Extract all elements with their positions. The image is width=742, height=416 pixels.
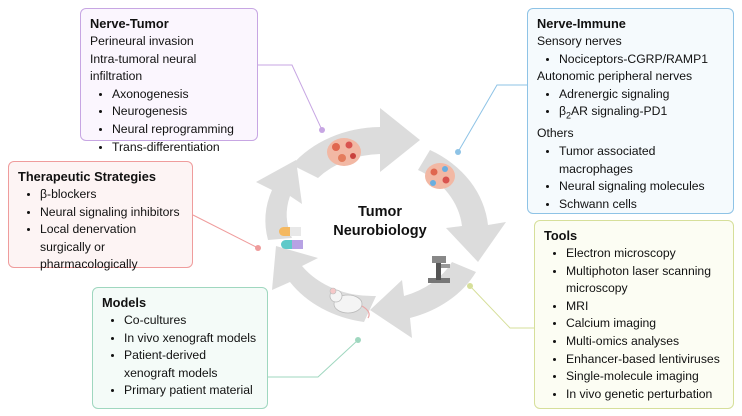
nerve-immune-box: Nerve-Immune Sensory nerves Nociceptors-… — [527, 8, 734, 228]
tools-list: Electron microscopy Multiphoton laser sc… — [544, 245, 725, 403]
therapeutic-strategies-list: β-blockers Neural signaling inhibitors L… — [18, 186, 184, 274]
list-item: β2AR signaling-PD1 — [559, 103, 725, 125]
models-box: Models Co-cultures In vivo xenograft mod… — [92, 287, 268, 409]
center-title-line1: Tumor — [357, 204, 403, 220]
therapeutic-strategies-box: Therapeutic Strategies β-blockers Neural… — [8, 161, 193, 271]
connector-models — [268, 339, 359, 378]
tools-title: Tools — [544, 228, 578, 243]
tools-box: Tools Electron microscopy Multiphoton la… — [534, 220, 734, 409]
list-item: In vivo xenograft models — [124, 330, 259, 348]
nerve-tumor-list: Axonogenesis Neurogenesis Neural reprogr… — [90, 86, 249, 156]
list-item: Adrenergic signaling — [559, 86, 725, 104]
microscope-illustration — [428, 256, 450, 283]
center-title-line2: Neurobiology — [333, 223, 427, 239]
list-item: Co-cultures — [124, 312, 259, 330]
list-item: Multiphoton laser scanning microscopy — [566, 263, 725, 298]
connector-therapeutic — [192, 214, 259, 249]
list-item: Schwann cells — [559, 196, 725, 214]
list-item: Neural signaling inhibitors — [40, 204, 184, 222]
connector-lines — [192, 64, 534, 378]
nerve-tumor-title: Nerve-Tumor — [90, 16, 169, 31]
models-title: Models — [102, 295, 147, 310]
nerve-tumor-line2: Intra-tumoral neural infiltration — [90, 51, 197, 84]
nerve-immune-section1-list: Nociceptors-CGRP/RAMP1 — [537, 51, 725, 69]
center-title: Tumor Neurobiology — [330, 203, 430, 241]
list-item: Multi-omics analyses — [566, 333, 725, 351]
connector-nerve-immune — [457, 84, 527, 153]
list-item: Patient-derived xenograft models — [124, 347, 259, 382]
list-item: Neurogenesis — [112, 103, 249, 121]
ring-arrow-left — [256, 160, 302, 240]
list-item: Single-molecule imaging — [566, 368, 725, 386]
list-item: Neural signaling molecules — [559, 178, 725, 196]
tumor-cells-illustration — [327, 138, 361, 166]
ring-arrow-bottom-left — [272, 246, 376, 322]
list-item: Axonogenesis — [112, 86, 249, 104]
connector-dots — [255, 127, 473, 343]
list-item: Nociceptors-CGRP/RAMP1 — [559, 51, 725, 69]
immune-cells-illustration — [425, 163, 455, 189]
therapeutic-strategies-title: Therapeutic Strategies — [18, 169, 156, 184]
list-item: MRI — [566, 298, 725, 316]
nerve-immune-section2: Autonomic peripheral nerves — [537, 69, 693, 84]
list-item: Trans-differentiation — [112, 139, 249, 157]
list-item: Electron microscopy — [566, 245, 725, 263]
nerve-immune-section3: Others — [537, 126, 574, 141]
nerve-immune-section2-list: Adrenergic signaling β2AR signaling-PD1 — [537, 86, 725, 126]
list-item: Calcium imaging — [566, 315, 725, 333]
mouse-illustration — [329, 287, 370, 319]
models-list: Co-cultures In vivo xenograft models Pat… — [102, 312, 259, 400]
nerve-immune-section3-list: Tumor associated macrophages Neural sign… — [537, 143, 725, 231]
pills-illustration — [279, 227, 303, 249]
nerve-tumor-line1: Perineural invasion — [90, 34, 194, 48]
nerve-immune-section1: Sensory nerves — [537, 34, 622, 48]
list-item: Tumor associated macrophages — [559, 143, 725, 178]
list-item: Primary patient material — [124, 382, 259, 400]
list-item: β-blockers — [40, 186, 184, 204]
nerve-tumor-box: Nerve-Tumor Perineural invasion Intra-tu… — [80, 8, 258, 154]
list-item: Local denervation surgically or pharmaco… — [40, 221, 184, 274]
nerve-immune-title: Nerve-Immune — [537, 16, 626, 31]
list-item: In vivo genetic perturbation — [566, 386, 725, 404]
ring-arrow-bottom-right — [370, 262, 476, 338]
list-item: Neural reprogramming — [112, 121, 249, 139]
connector-nerve-tumor — [258, 64, 323, 131]
list-item: Enhancer-based lentiviruses — [566, 351, 725, 369]
connector-tools — [469, 285, 534, 329]
